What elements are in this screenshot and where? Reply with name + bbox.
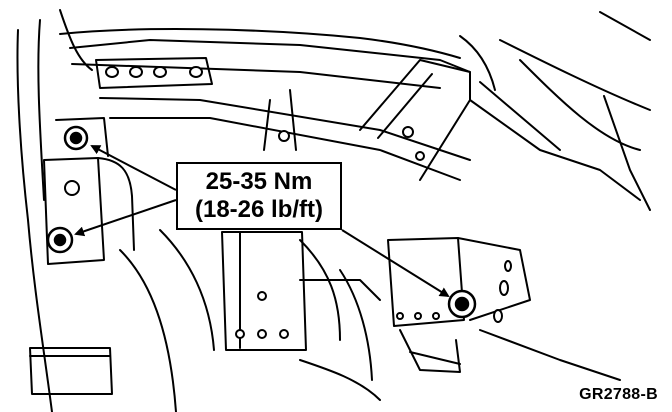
bolt-right [447,289,477,319]
left-bracket [43,157,105,265]
right-bracket [387,237,465,327]
bolt-top-left [63,125,89,151]
torque-nm-label: 25-35 Nm [205,168,313,195]
fender-outline [16,29,53,412]
torque-callout: 25-35 Nm (18-26 lb/ft) [176,162,342,230]
upper-rail [69,39,471,73]
leader-arrow-top-left [90,145,177,191]
leader-arrow-right [341,229,450,298]
figure-code: GR2788-B [579,386,658,403]
torque-lbft-label: (18-26 lb/ft) [194,196,323,223]
leader-arrow-bottom-left [74,199,177,237]
lower-bracket [221,231,307,351]
cross-member [99,97,471,161]
bolt-bottom-left [46,226,74,254]
